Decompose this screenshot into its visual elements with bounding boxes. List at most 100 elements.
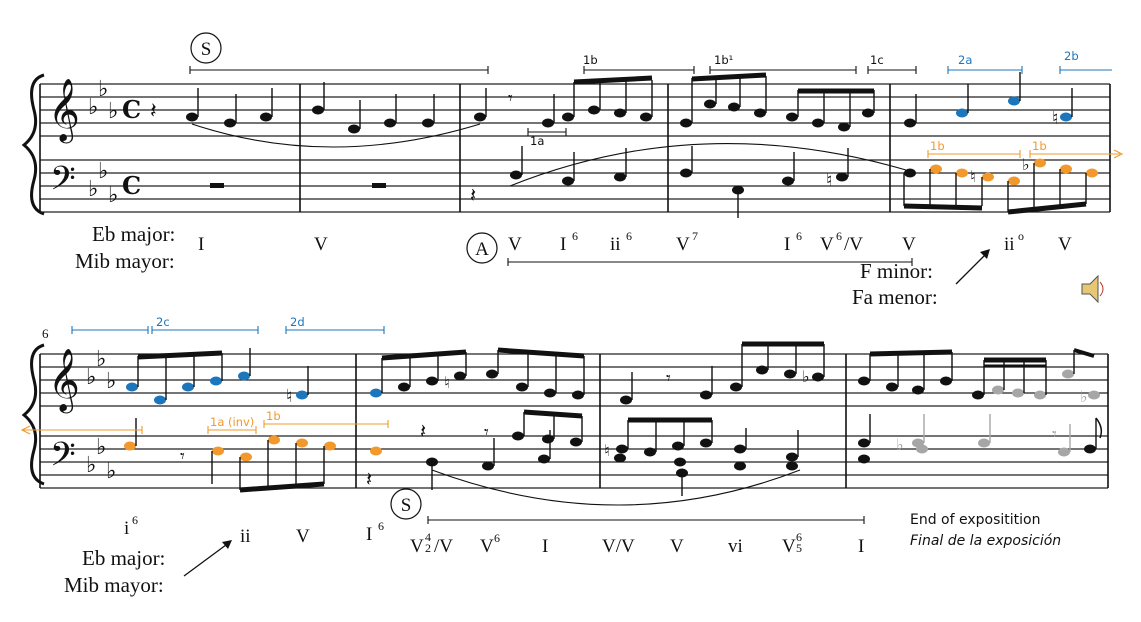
svg-text:V: V bbox=[480, 536, 494, 557]
svg-text:V: V bbox=[902, 234, 916, 255]
svg-text:𝄾: 𝄾 bbox=[1052, 424, 1057, 445]
svg-text:A: A bbox=[475, 239, 489, 260]
svg-text:6: 6 bbox=[572, 229, 578, 243]
svg-text:ii: ii bbox=[610, 234, 621, 255]
bass-clef: 𝄢 bbox=[50, 160, 76, 206]
key-label-f-minor: F minor: bbox=[860, 259, 933, 283]
svg-text:V: V bbox=[296, 526, 310, 547]
svg-text:V: V bbox=[820, 234, 834, 255]
motif-orange-1b-b: 1b bbox=[1032, 139, 1047, 153]
svg-text:♭: ♭ bbox=[896, 435, 904, 454]
svg-text:𝄽: 𝄽 bbox=[150, 99, 157, 124]
svg-text:♭: ♭ bbox=[802, 367, 810, 386]
key-signature-bass: ♭♭♭ bbox=[88, 159, 118, 208]
motif-2a: 2a bbox=[958, 53, 972, 67]
svg-text:/V: /V bbox=[844, 234, 863, 255]
svg-text:I: I bbox=[198, 234, 204, 255]
motif-brackets-1 bbox=[189, 66, 1124, 159]
grand-staff-brace bbox=[21, 73, 45, 216]
roman-numerals-1: I V V I 6 ii 6 V 7 I 6 V 6 /V V ii o V bbox=[198, 229, 1072, 255]
modulation-arrow-1 bbox=[955, 249, 990, 285]
svg-text:V: V bbox=[508, 234, 522, 255]
measure-6: ♮ 𝄾 bbox=[124, 348, 336, 493]
svg-text:𝄾: 𝄾 bbox=[508, 88, 513, 109]
svg-text:V: V bbox=[782, 536, 796, 557]
svg-text:𝄞: 𝄞 bbox=[48, 348, 80, 414]
svg-text:S: S bbox=[201, 39, 212, 60]
svg-text:S: S bbox=[401, 495, 412, 516]
end-of-exposition-en: End of expositition bbox=[910, 512, 1040, 528]
svg-text:I: I bbox=[784, 234, 790, 255]
measure-2 bbox=[312, 82, 435, 188]
key-label-mib-mayor-2: Mib mayor: bbox=[64, 573, 164, 597]
motif-2c: 2c bbox=[156, 315, 170, 329]
svg-text:2: 2 bbox=[425, 541, 431, 555]
svg-text:V: V bbox=[410, 536, 424, 557]
svg-text:♭: ♭ bbox=[86, 365, 96, 390]
svg-text:6: 6 bbox=[378, 519, 384, 533]
svg-text:V: V bbox=[676, 234, 690, 255]
svg-text:7: 7 bbox=[692, 229, 698, 243]
measure-5: ♮ ♮ ♭ bbox=[903, 72, 1098, 215]
motif-1a: 1a bbox=[530, 134, 544, 148]
system-2: 6 𝄞 𝄢 ♭♭♭ ♭♭♭ bbox=[20, 326, 1109, 524]
measure-8: 𝄾 ♭ ♮ bbox=[604, 341, 825, 496]
treble-clef: 𝄞 bbox=[48, 78, 80, 144]
svg-text:♭: ♭ bbox=[88, 95, 98, 120]
svg-text:♭: ♭ bbox=[1080, 387, 1088, 406]
time-signature-treble: C bbox=[122, 95, 141, 124]
svg-text:𝄾: 𝄾 bbox=[180, 446, 185, 467]
svg-text:V: V bbox=[1058, 234, 1072, 255]
svg-text:𝄾: 𝄾 bbox=[666, 368, 671, 389]
svg-text:♮: ♮ bbox=[286, 386, 292, 407]
section-marker-a: A bbox=[466, 232, 498, 264]
end-of-exposition-es: Final de la exposición bbox=[910, 533, 1061, 549]
svg-text:5: 5 bbox=[796, 541, 802, 555]
time-signature-bass: C bbox=[122, 171, 141, 200]
speaker-icon[interactable] bbox=[1081, 274, 1104, 304]
svg-text:𝄢: 𝄢 bbox=[50, 436, 76, 482]
svg-text:4: 4 bbox=[425, 530, 431, 544]
motif-2b: 2b bbox=[1064, 49, 1079, 63]
measure-1: 𝄽 bbox=[150, 88, 481, 188]
svg-text:♮: ♮ bbox=[1052, 108, 1058, 129]
svg-text:i: i bbox=[124, 518, 129, 539]
svg-text:♭: ♭ bbox=[88, 177, 98, 202]
measure-number-6: 6 bbox=[42, 326, 49, 341]
section-marker-s-2: S bbox=[390, 488, 422, 520]
svg-text:♭: ♭ bbox=[96, 435, 106, 460]
svg-text:ii: ii bbox=[1004, 234, 1015, 255]
svg-text:I: I bbox=[560, 234, 566, 255]
measure-3: 𝄾 𝄽 bbox=[470, 75, 907, 207]
svg-text:♭: ♭ bbox=[86, 453, 96, 478]
measure-4: ♮ bbox=[680, 72, 875, 218]
svg-text:♭: ♭ bbox=[108, 183, 118, 208]
svg-text:V: V bbox=[314, 234, 328, 255]
roman-numerals-2: i 6 ii V I 6 V 4 2 /V V 6 I V/V V vi V 6… bbox=[124, 513, 864, 557]
svg-text:6: 6 bbox=[796, 530, 802, 544]
treble-staff-1 bbox=[40, 83, 1110, 137]
system-1: 𝄞 𝄢 ♭♭♭ ♭♭♭ C C 𝄽 𝄾 bbox=[21, 66, 1124, 218]
svg-text:vi: vi bbox=[728, 536, 743, 557]
svg-text:V/V: V/V bbox=[602, 536, 635, 557]
motif-1b: 1b bbox=[583, 53, 598, 67]
svg-text:𝄽: 𝄽 bbox=[420, 419, 426, 443]
svg-text:I: I bbox=[858, 536, 864, 557]
bass-staff-2 bbox=[40, 435, 1108, 489]
svg-text:♭: ♭ bbox=[98, 159, 108, 184]
svg-text:/V: /V bbox=[434, 536, 453, 557]
svg-text:♭: ♭ bbox=[106, 459, 116, 484]
motif-orange-1b-a: 1b bbox=[930, 139, 945, 153]
motif-2d: 2d bbox=[290, 315, 305, 329]
svg-text:ii: ii bbox=[240, 526, 251, 547]
svg-text:6: 6 bbox=[494, 531, 500, 545]
key-signature-treble: ♭♭♭ bbox=[88, 77, 118, 124]
svg-text:♭: ♭ bbox=[1022, 155, 1030, 174]
svg-text:V: V bbox=[670, 536, 684, 557]
svg-text:𝄽: 𝄽 bbox=[470, 183, 476, 207]
svg-text:𝄾: 𝄾 bbox=[484, 422, 489, 443]
svg-text:I: I bbox=[366, 524, 372, 545]
svg-text:♮: ♮ bbox=[970, 167, 976, 186]
svg-text:𝄽: 𝄽 bbox=[366, 467, 372, 491]
